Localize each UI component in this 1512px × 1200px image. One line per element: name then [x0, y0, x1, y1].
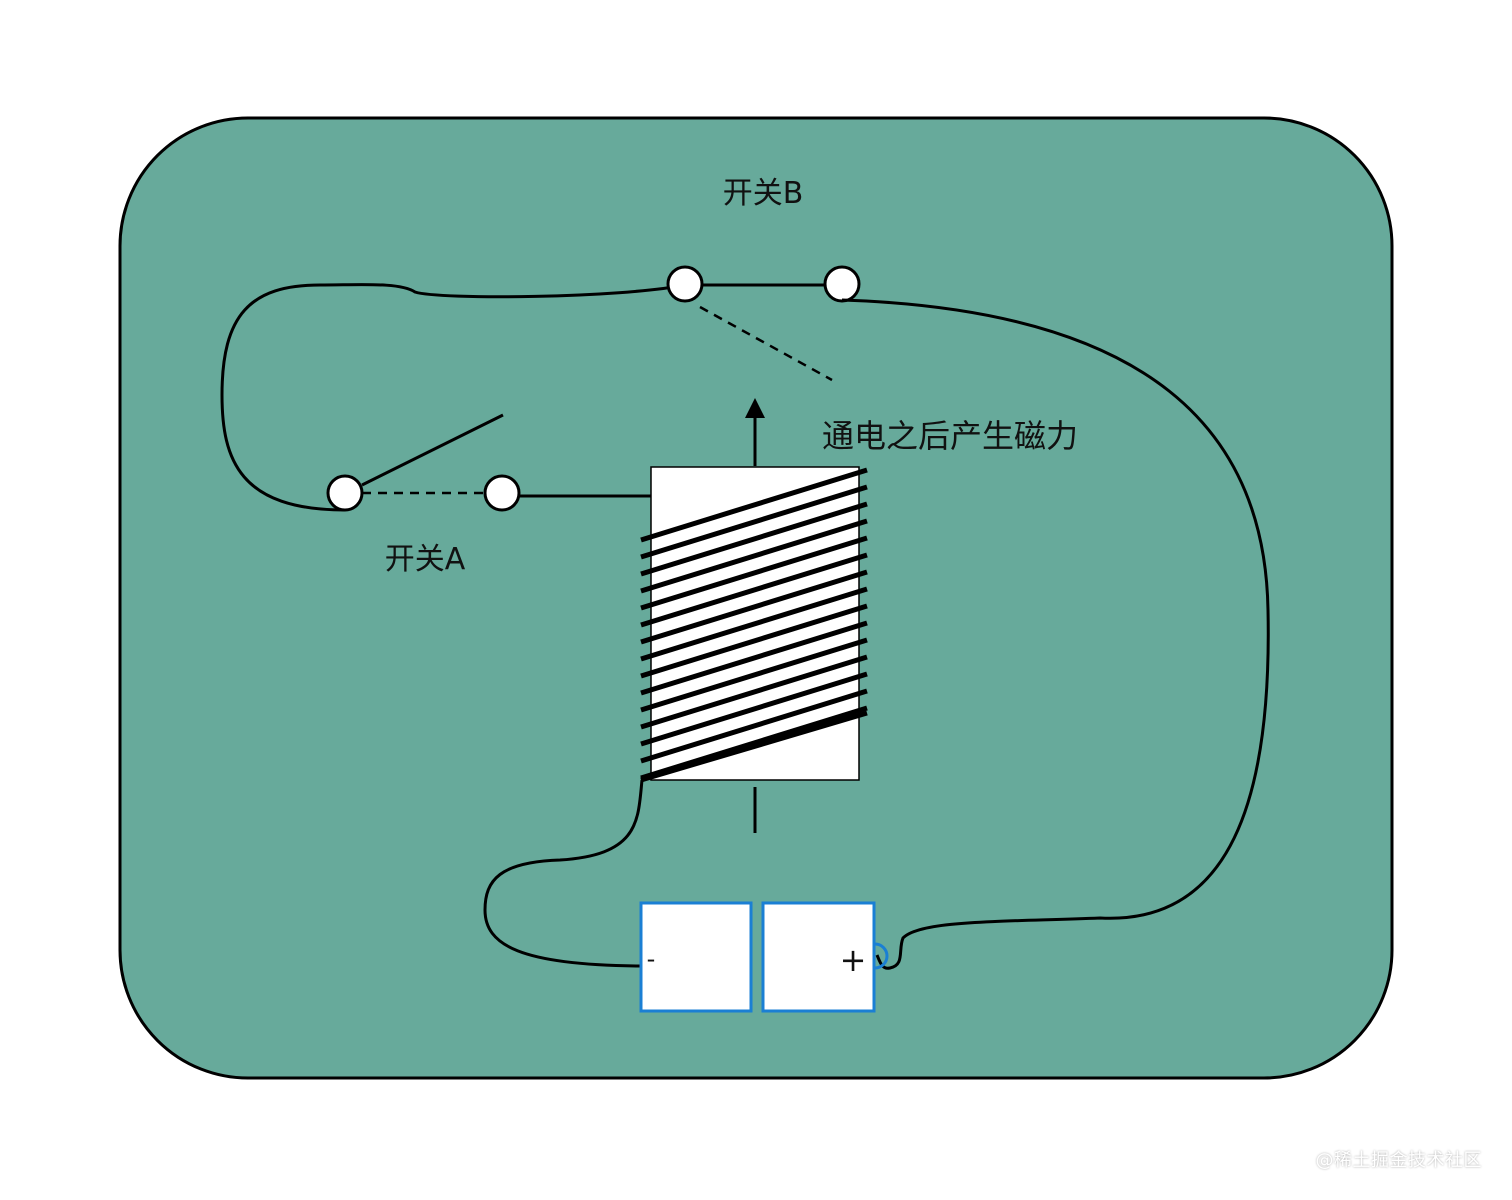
- wire-b-to-battery-plus: [841, 298, 1270, 970]
- battery-plus-sign: +: [840, 941, 867, 979]
- magnet-force-arrow-head: [745, 398, 765, 418]
- watermark: @稀土掘金技术社区: [1315, 1150, 1482, 1171]
- wire-a-to-b: [220, 283, 686, 512]
- coil-winding: [640, 552, 868, 628]
- coil-windings: [640, 467, 868, 783]
- coil-winding: [640, 620, 868, 696]
- coil-winding: [640, 603, 868, 679]
- coil-winding: [640, 654, 868, 730]
- coil-winding: [640, 586, 868, 662]
- switch-a-right-terminal: [483, 474, 521, 512]
- battery-negative-cell: [639, 901, 753, 1013]
- coil-winding: [640, 671, 868, 747]
- wire-coil-to-battery-minus: [483, 779, 644, 968]
- coil-winding: [640, 518, 868, 594]
- coil-winding: [640, 501, 868, 577]
- switch-b-right-terminal: [823, 265, 861, 303]
- switch-a-left-terminal: [326, 474, 364, 512]
- battery-positive-cell: [761, 901, 876, 1013]
- coil-winding: [640, 535, 868, 611]
- battery-positive-nub: [874, 942, 889, 970]
- coil-winding: [640, 688, 868, 764]
- coil-winding: [640, 467, 868, 543]
- coil-winding: [640, 637, 868, 713]
- switch-b-left-terminal: [666, 265, 704, 303]
- switch-a-lever: [361, 413, 504, 487]
- coil-winding: [640, 569, 868, 645]
- battery-minus-sign: -: [647, 945, 656, 973]
- coil-winding: [640, 484, 868, 560]
- magnetism-label: 通电之后产生磁力: [822, 417, 1078, 455]
- switch-a-label: 开关A: [385, 542, 466, 577]
- switch-b-label: 开关B: [723, 176, 804, 211]
- coil-winding: [640, 710, 868, 783]
